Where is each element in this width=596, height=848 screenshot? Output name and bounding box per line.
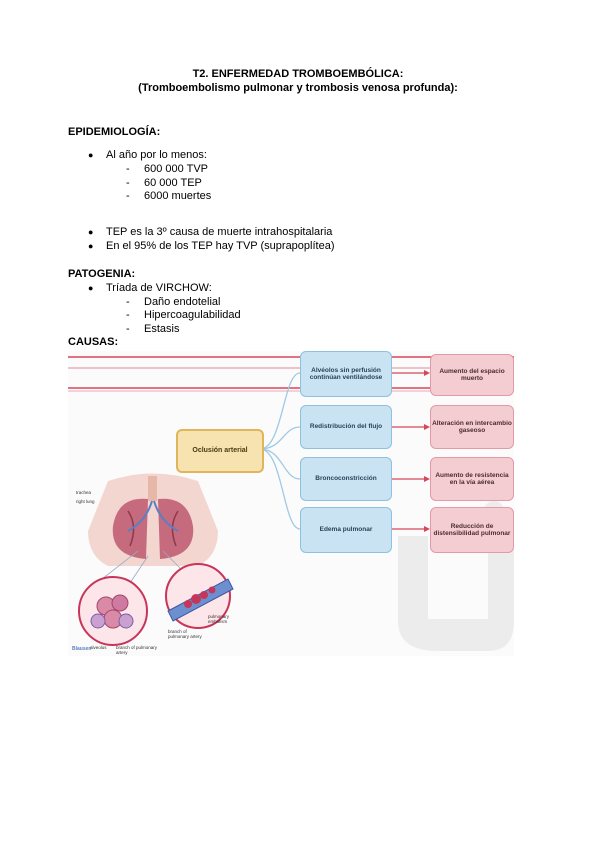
sub-list-item-text: Estasis bbox=[144, 323, 180, 335]
label-trachea: trachea bbox=[76, 490, 92, 495]
box-right-1: Aumento del espacio muerto bbox=[430, 354, 514, 396]
blausen-logo: Blausen bbox=[72, 646, 92, 652]
sub-list-item-text: Daño endotelial bbox=[144, 296, 221, 308]
section-heading-epidemiologia: EPIDEMIOLOGÍA: bbox=[68, 126, 161, 138]
sub-list-item-text: 60 000 TEP bbox=[144, 177, 202, 189]
page-title: T2. ENFERMEDAD TROMBOEMBÓLICA: bbox=[192, 68, 404, 80]
box-middle-2: Redistribución del flujo bbox=[300, 405, 392, 449]
box-middle-3: Broncoconstricción bbox=[300, 457, 392, 501]
label-embolism: pulmonary embolism bbox=[208, 614, 230, 624]
sub-list-item-text: 600 000 TVP bbox=[144, 163, 209, 175]
box-middle-1: Alvéolos sin perfusión continúan ventilá… bbox=[300, 351, 392, 397]
sub-list-item-text: 6000 muertes bbox=[144, 190, 212, 202]
bullet-icon: ● bbox=[88, 227, 94, 237]
section-heading-causas: CAUSAS: bbox=[68, 336, 119, 348]
bullet-icon: ● bbox=[88, 283, 94, 293]
sub-list-item-text: Hipercoagulabilidad bbox=[144, 309, 241, 321]
label-branch: branch of pulmonary artery bbox=[168, 629, 202, 639]
list-item-text: En el 95% de los TEP hay TVP (suprapoplí… bbox=[106, 240, 335, 252]
box-oclusion-arterial: Oclusión arterial bbox=[176, 429, 264, 473]
box-right-2: Alteración en intercambio gaseoso bbox=[430, 405, 514, 449]
list-item-text: TEP es la 3º causa de muerte intrahospit… bbox=[106, 226, 333, 238]
label-capillaries: branch of pulmonary artery bbox=[116, 645, 158, 655]
section-heading-patogenia: PATOGENIA: bbox=[68, 268, 136, 280]
label-right-lung: right lung bbox=[76, 499, 95, 504]
label-alveolus: alveolus bbox=[90, 645, 107, 650]
page-subtitle: (Tromboembolismo pulmonar y trombosis ve… bbox=[138, 82, 458, 94]
list-item-text: Tríada de VIRCHOW: bbox=[106, 282, 212, 294]
lung-illustration bbox=[78, 473, 234, 646]
bullet-icon: ● bbox=[88, 241, 94, 251]
bullet-icon: ● bbox=[88, 150, 94, 160]
box-middle-4: Edema pulmonar bbox=[300, 507, 392, 553]
list-item-text: Al año por lo menos: bbox=[106, 149, 207, 161]
box-right-3: Aumento de resistencia en la vía aérea bbox=[430, 457, 514, 501]
box-right-4: Reducción de distensibilidad pulmonar bbox=[430, 507, 514, 553]
causes-diagram: trachea right lung pulmonary embolism br… bbox=[68, 351, 514, 656]
